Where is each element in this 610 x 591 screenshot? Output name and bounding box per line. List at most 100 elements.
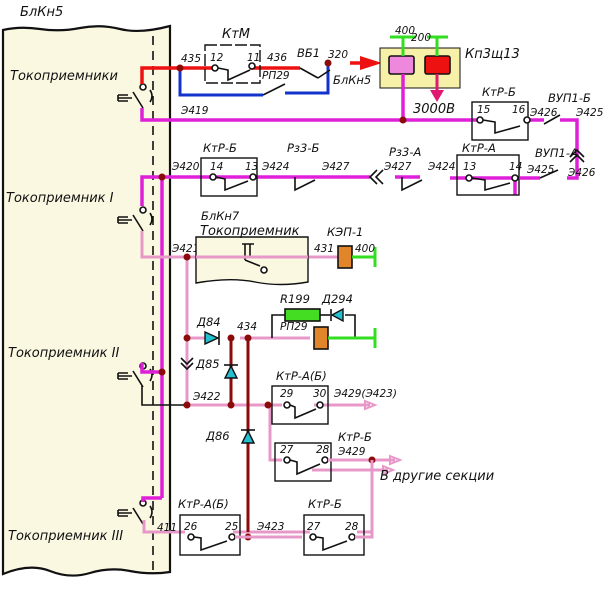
wire-label-3427a: Э427 [321, 161, 350, 173]
r199-label: R199 [280, 292, 310, 306]
ktr-b-28-box [274, 442, 332, 482]
r199-resistor [284, 308, 321, 322]
ktr-b-28-pin-28: 28 [316, 444, 330, 456]
node [399, 116, 407, 124]
ktm-contact-icon [211, 62, 256, 82]
blkn7-inner-label: Токоприемник [200, 224, 300, 239]
wire-label-3423: Э423 [256, 521, 284, 533]
node [176, 64, 184, 72]
node [264, 401, 272, 409]
ground-200 [427, 35, 448, 56]
wire-label-3424a: Э424 [261, 161, 289, 173]
connector-chevron-icon [569, 148, 585, 163]
panel-body [1, 24, 172, 577]
ktr-b-mid-pin-14: 14 [210, 161, 223, 173]
ktr-b-top-pin-15: 15 [477, 104, 491, 116]
wire-bottom-right [355, 460, 374, 539]
wire-label-3427b: Э427 [383, 161, 412, 173]
wire-label-3422: Э422 [192, 391, 221, 403]
panel-blkn5: БлКн5 [1, 5, 172, 577]
ktr-b-top-label: КтР-Б [482, 85, 516, 99]
pushbutton-icon [242, 243, 268, 274]
kep1-coil [337, 245, 353, 269]
ktr-ab-30-label: КтР-А(Б) [276, 369, 327, 383]
wire-label-435: 435 [181, 53, 201, 65]
d294-diode-icon [330, 307, 344, 323]
ktr-b-mid-label: КтР-Б [203, 141, 237, 155]
wire-label-3420: Э420 [171, 161, 200, 173]
vup1-b-label: ВУП1-Б [548, 91, 591, 105]
ktr-b-top-contact-icon [476, 116, 531, 135]
ground-400 [390, 35, 416, 56]
wire-label-200: 200 [411, 32, 431, 44]
wire-label-3429b: Э429 [337, 446, 366, 458]
ktr-ab-bot-box [179, 514, 241, 556]
output-arrow-icon [364, 399, 378, 411]
wire-label-431: 431 [314, 243, 334, 255]
wire-label-411: 411 [157, 522, 177, 534]
vup1-a-switch-icon [539, 169, 559, 179]
node [158, 173, 166, 181]
kp3sh13-label: Кп3щ13 [465, 47, 520, 62]
node [324, 59, 332, 67]
ktr-b-bot-contact-icon [309, 533, 356, 552]
voltage-arrow-icon [430, 90, 444, 102]
d84-label: Д84 [196, 315, 221, 329]
wire-label-436: 436 [267, 52, 287, 64]
ktr-a-pin-14: 14 [509, 161, 522, 173]
node [183, 334, 191, 342]
ktr-b-mid-pin-13: 13 [245, 161, 258, 173]
vb1-switch-icon [299, 67, 331, 79]
ktr-ab-30-contact-icon [283, 401, 324, 420]
ktr-b-mid-box [200, 157, 258, 197]
rz3-b-contact-icon [294, 177, 316, 192]
ktr-ab-30-pin-29: 29 [280, 388, 294, 400]
d85-label: Д85 [195, 357, 220, 371]
wire-label-400: 400 [395, 25, 415, 37]
ktr-b-mid-contact-icon [209, 173, 257, 192]
vup1-a-label: ВУП1-А [535, 146, 578, 160]
rp29-coil [313, 326, 329, 350]
rz3-b-label: Рз3-Б [287, 141, 320, 155]
coil-pink [388, 55, 415, 75]
wire-3422-black [141, 386, 187, 406]
wire-label-3426b: Э426 [567, 167, 596, 179]
connector-chevron-icon [368, 169, 384, 185]
rp29-circuit [271, 314, 356, 338]
rp29-contact-icon [262, 83, 286, 96]
ktr-ab-30-box [271, 385, 329, 425]
ktr-b-28-contact-icon [283, 456, 329, 476]
wire-label-434: 434 [237, 321, 257, 333]
wire-label-320: 320 [328, 49, 348, 61]
to-other-sections-label: В другие секции [380, 469, 494, 484]
ktm-contact-box [204, 44, 261, 84]
voltage-label: 3000В [413, 102, 455, 117]
pantograph-label-3: Токоприемник III [8, 529, 123, 544]
wire-label-3425b: Э425 [526, 164, 555, 176]
output-arrow-icon [389, 454, 403, 466]
wire-3420 [140, 175, 517, 502]
blkn7-box [195, 236, 309, 286]
ktr-b-28-label: КтР-Б [338, 430, 372, 444]
wire-label-3426a: Э426 [529, 107, 558, 119]
wire-label-3419: Э419 [180, 105, 209, 117]
output-arrow-icon [382, 464, 396, 476]
ktr-b-bot-box [303, 514, 365, 556]
d84-diode-icon [204, 330, 220, 346]
panel-title: БлКн5 [20, 5, 63, 20]
ktr-b-bot-pin-28: 28 [345, 521, 359, 533]
kep1-label: КЭП-1 [327, 225, 363, 239]
ktr-a-label: КтР-А [462, 141, 496, 155]
rp29-mid-label: РП29 [280, 321, 308, 333]
node [183, 401, 191, 409]
ktr-b-top-pin-16: 16 [512, 104, 526, 116]
blkn5-output-label: БлКн5 [333, 73, 371, 87]
ground-rp29 [328, 328, 377, 348]
ktm-pin-11: 11 [247, 52, 260, 64]
coil-red [424, 55, 451, 75]
node [227, 401, 235, 409]
vup1-b-switch-icon [543, 114, 561, 125]
node [183, 253, 191, 261]
pantograph-label-all: Токоприемники [10, 69, 118, 84]
